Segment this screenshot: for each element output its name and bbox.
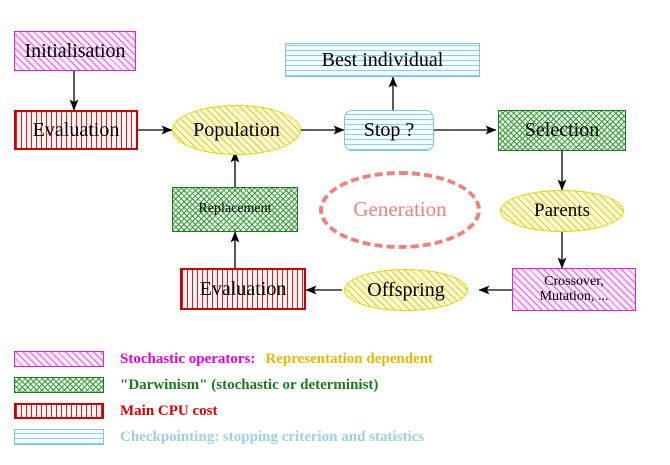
node-evaluation-bottom[interactable]: Evaluation [180,268,306,310]
node-evaluation-bottom-label: Evaluation [199,277,287,300]
legend-swatch-green-crosshatch [14,377,104,393]
node-parents[interactable]: Parents [500,190,624,232]
node-selection[interactable]: Selection [498,110,626,151]
legend-label-stochastic: Stochastic operators: [120,350,256,367]
legend-row-stochastic: Stochastic operators: Representation dep… [0,348,433,370]
node-population-label: Population [193,118,280,141]
legend-swatch-blue-horizontal [14,429,104,445]
node-crossover-label-line2: Mutation, ... [539,288,609,304]
node-stop-label: Stop ? [363,119,415,142]
legend-label-darwinism: "Darwinism" (stochastic or determinist) [120,376,379,393]
node-generation: Generation [319,171,481,249]
node-stop[interactable]: Stop ? [344,110,434,151]
node-selection-label: Selection [524,119,600,142]
node-initialisation-label: Initialisation [24,39,126,62]
node-crossover-mutation[interactable]: Crossover, Mutation, ... [512,268,636,311]
legend-row-darwinism: "Darwinism" (stochastic or determinist) [0,374,378,396]
node-offspring[interactable]: Offspring [344,269,468,311]
legend-row-cpu-cost: Main CPU cost [0,400,218,422]
node-replacement[interactable]: Replacement [172,187,298,232]
legend: Stochastic operators: Representation dep… [0,340,670,465]
node-best-individual[interactable]: Best individual [285,43,480,77]
node-generation-label: Generation [353,197,447,222]
node-replacement-label: Replacement [198,201,272,217]
legend-label-representation: Representation dependent [265,350,434,367]
node-evaluation-top[interactable]: Evaluation [14,110,138,150]
node-parents-label: Parents [534,200,590,222]
node-evaluation-top-label: Evaluation [32,118,120,141]
legend-swatch-magenta-hatch [14,351,104,367]
legend-swatch-red-vertical [14,403,104,419]
legend-label-cpu-cost: Main CPU cost [120,402,218,419]
node-initialisation[interactable]: Initialisation [14,31,136,71]
node-crossover-label-line1: Crossover, [544,274,604,290]
node-population[interactable]: Population [172,105,301,155]
legend-row-checkpointing: Checkpointing: stopping criterion and st… [0,426,424,448]
node-best-individual-label: Best individual [321,48,444,71]
node-offspring-label: Offspring [367,278,445,301]
legend-label-checkpointing: Checkpointing: stopping criterion and st… [120,428,425,445]
